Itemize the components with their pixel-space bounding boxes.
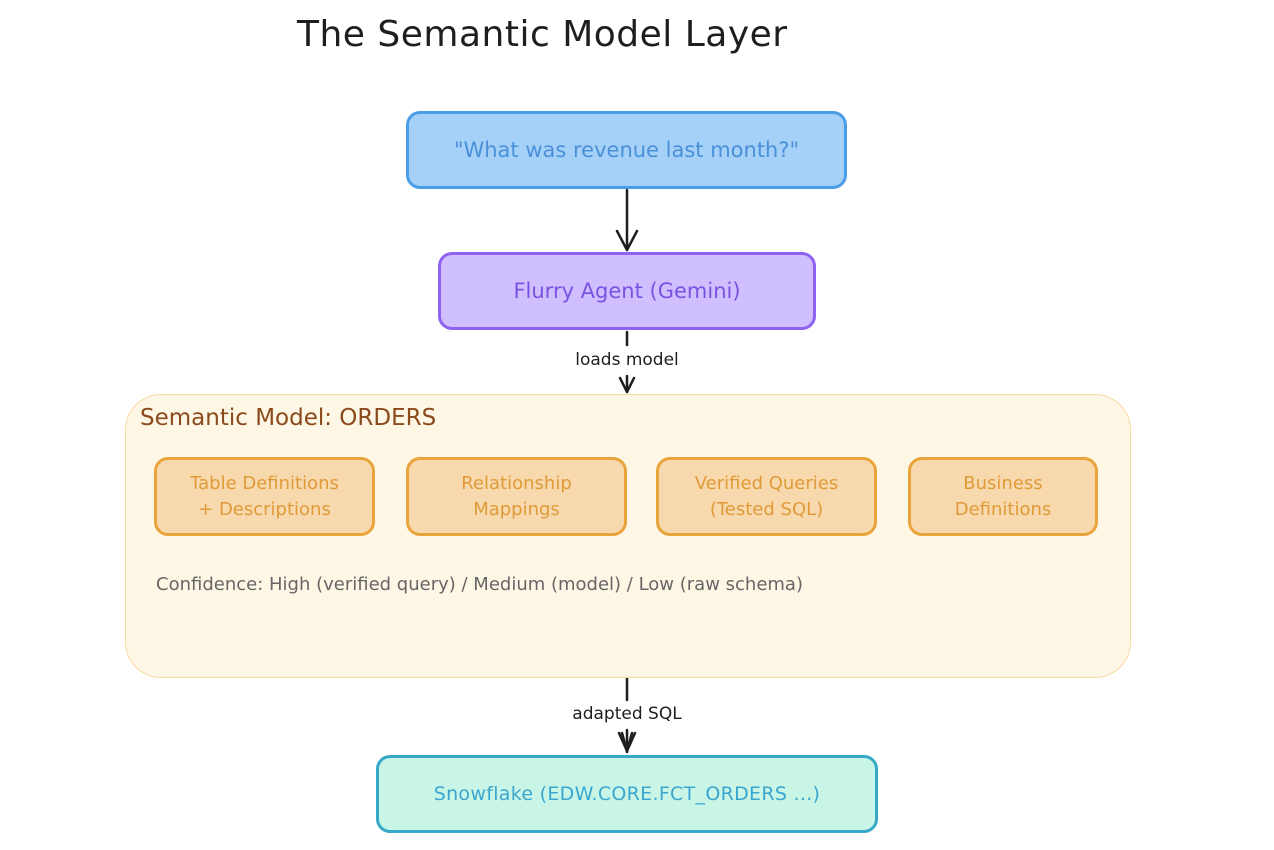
component-line1: Verified Queries (694, 473, 839, 495)
component-relationship-mappings: Relationship Mappings (406, 457, 627, 536)
snowflake-label: Snowflake (EDW.CORE.FCT_ORDERS ...) (433, 783, 821, 805)
component-line2: Definitions (954, 498, 1052, 520)
semantic-model-container (125, 394, 1131, 678)
arrow-model-to-snowflake (617, 676, 637, 754)
component-line2: Mappings (473, 498, 560, 520)
semantic-model-title: Semantic Model: ORDERS (140, 405, 437, 431)
confidence-note: Confidence: High (verified query) / Medi… (156, 574, 803, 595)
component-line1: Table Definitions (190, 473, 339, 495)
snowflake-node: Snowflake (EDW.CORE.FCT_ORDERS ...) (376, 755, 878, 833)
component-line1: Relationship (461, 473, 572, 495)
arrow-agent-to-model (618, 330, 636, 394)
diagram-title: The Semantic Model Layer (297, 14, 788, 55)
arrow-question-to-agent (615, 188, 639, 252)
question-label: "What was revenue last month?" (453, 138, 800, 162)
agent-label: Flurry Agent (Gemini) (513, 279, 741, 303)
edge-label-loads-model: loads model (573, 350, 681, 370)
component-business-definitions: Business Definitions (908, 457, 1098, 536)
edge-label-adapted-sql: adapted SQL (570, 704, 684, 724)
agent-node: Flurry Agent (Gemini) (438, 252, 816, 330)
question-node: "What was revenue last month?" (406, 111, 847, 189)
component-table-definitions: Table Definitions + Descriptions (154, 457, 375, 536)
component-line1: Business (963, 473, 1043, 495)
component-verified-queries: Verified Queries (Tested SQL) (656, 457, 877, 536)
component-line2: (Tested SQL) (709, 498, 824, 520)
component-line2: + Descriptions (198, 498, 331, 520)
